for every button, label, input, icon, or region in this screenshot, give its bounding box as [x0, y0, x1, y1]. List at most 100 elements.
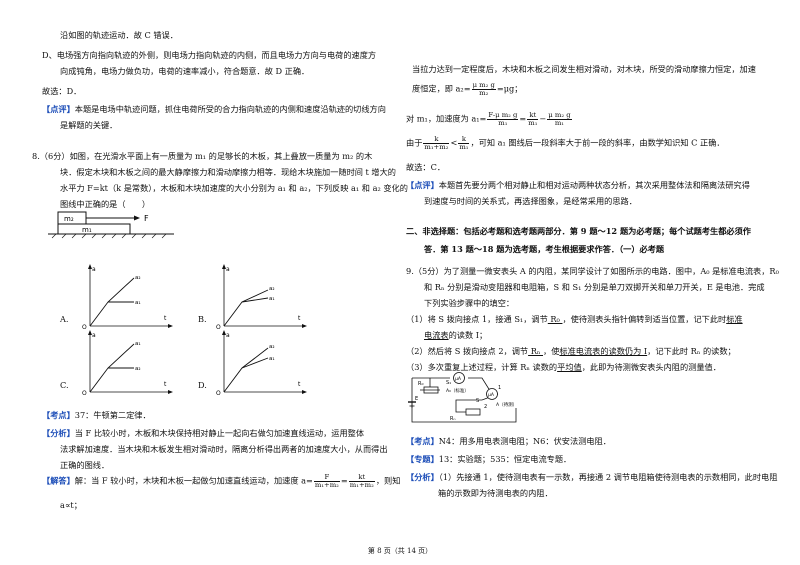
- numerator: μ m₂ g: [471, 81, 496, 91]
- topic-paragraph: 【专题】13：实验题；535：恒定电流专题．: [406, 454, 571, 466]
- answer-blank: Rₙ: [528, 346, 544, 356]
- comment-paragraph: 【点评】本题是电场中轨迹问题，抓住电荷所受的合力指向轨迹的内侧和速度沿轨迹的切线…: [42, 104, 386, 116]
- section-heading: 答．第 13 题～18 题为选考题，考生根据要求作答．（一）必考题: [424, 244, 665, 254]
- y-arrowhead: [222, 264, 226, 269]
- numerator: k: [423, 135, 450, 145]
- comment-tag: 【点评】: [42, 104, 75, 114]
- solution-text: 解：当 F 较小时，木块和木板一起做匀加速直线运动，加速度 a=: [74, 475, 313, 486]
- text-line: 沿如图的轨迹运动．故 C 错误．: [60, 30, 178, 40]
- label-s1: S₁: [446, 380, 451, 386]
- text: ，记下此时 Rₙ 的读数；: [647, 346, 736, 356]
- curve-label: a₁: [135, 300, 141, 306]
- solution-text: a∝t；: [60, 500, 82, 510]
- comment-text: 是解题的关键．: [60, 120, 118, 130]
- comment-text: 本题是电场中轨迹问题，抓住电荷所受的合力指向轨迹的内侧和速度沿轨迹的切线方向: [74, 104, 386, 114]
- origin-label: O: [216, 324, 221, 330]
- analysis-text: 箱的示数即为待测电表的内阻．: [438, 488, 553, 498]
- y-axis-label: a: [226, 332, 230, 339]
- kaodian-tag: 【考点】: [406, 436, 439, 446]
- x-arrowhead: [168, 324, 173, 328]
- x-axis-label: t: [164, 381, 167, 388]
- analysis-text: （1）先接通 1，使待测电表有一示数，再接通 2 调节电阻箱使待测电表的示数相同…: [438, 472, 778, 482]
- answer-blank: 标准电流表的读数仍为 I: [559, 346, 648, 356]
- comment-paragraph: 【点评】本题首先要分两个相对静止和相对运动两种状态分析，其次采用整体法和隔离法研…: [406, 180, 750, 192]
- label-a: A（待测）: [496, 401, 517, 408]
- option-label: C.: [60, 380, 69, 390]
- line-lower: [241, 357, 269, 369]
- circuit-diagram: E R₀ S₁ μA A₀（标准） μA A（待测） Rₙ S 1 2: [408, 372, 517, 423]
- y-axis-label: a: [226, 266, 230, 273]
- label-force: F: [144, 214, 149, 223]
- ground-hatch: [51, 233, 167, 239]
- x-axis-label: t: [298, 315, 301, 322]
- y-axis-label: a: [92, 332, 96, 339]
- section-heading: 二、非选择题：包括必考题和选考题两部分．第 9 题～12 题为必考题；每个试题考…: [406, 226, 751, 236]
- ammeter-a0-symbol: [453, 372, 465, 384]
- text: 对 m₁，加速度为 a₁=: [406, 113, 487, 124]
- question-9-text: 下列实验步骤中的填空：: [424, 298, 515, 308]
- minus-sign: −: [539, 113, 547, 124]
- solution-tag: 【解答】: [42, 475, 75, 486]
- origin-label: O: [216, 390, 221, 396]
- text: （2）然后将 S 拨向接点 2，调节: [406, 346, 529, 356]
- equals-sign: =: [519, 113, 527, 124]
- analysis-paragraph: 【分析】当 F 比较小时，木板和木块保持相对静止一起向右做匀加速直线运动，运用整…: [42, 428, 364, 440]
- answer-blank: R₀: [547, 314, 563, 324]
- label-contact-1: 1: [498, 385, 501, 391]
- curve-label: a₂: [269, 344, 275, 350]
- label-contact-2: 2: [484, 404, 487, 410]
- block-diagram: m₂ m₁ F: [48, 211, 174, 239]
- text: =μg；: [496, 83, 523, 94]
- denominator: m₁: [459, 143, 469, 152]
- line-upper: [223, 289, 269, 327]
- kaodian-text: 37：牛顿第二定律．: [74, 410, 151, 420]
- label-r0: R₀: [418, 381, 423, 387]
- ammeter-a0-unit: μA: [455, 376, 462, 382]
- analysis-text: 当 F 比较小时，木板和木块保持相对静止一起向右做匀加速直线运动，运用整体: [74, 428, 365, 438]
- label-m2: m₂: [64, 215, 74, 223]
- label-a0: A₀（标准）: [446, 387, 469, 394]
- resistor-rn: [465, 408, 481, 416]
- equals-sign: =: [340, 475, 348, 486]
- x-arrowhead: [302, 390, 307, 394]
- y-arrowhead: [222, 330, 226, 335]
- force-arrowhead: [134, 215, 140, 221]
- question-8-text: 块．假定木块和木板之间的最大静摩擦力和滑动摩擦力相等．现给木块施加一随时间 t …: [60, 167, 396, 177]
- text: ，使待测表头指针偏转到适当位置，记下此时: [562, 314, 727, 324]
- text: （3）多次重复上述过程，计算 Rₙ 读数的: [406, 362, 558, 372]
- label-rn: Rₙ: [450, 416, 455, 422]
- text-line: 当拉力达到一定程度后，木块和木板之间发生相对滑动，对木块，所受的滑动摩擦力恒定，…: [412, 64, 756, 74]
- line-upper: [223, 347, 269, 393]
- denominator: m₁+m₂: [349, 481, 374, 490]
- y-axis-label: a: [92, 266, 96, 273]
- denominator: m₁: [498, 119, 508, 128]
- answer-blank: 电流表: [424, 330, 449, 340]
- kaodian-paragraph: 【考点】37：牛顿第二定律．: [42, 410, 151, 422]
- x-arrowhead: [302, 324, 307, 328]
- denominator: m₁+m₂: [314, 481, 339, 490]
- step-2: （2）然后将 S 拨向接点 2，调节 Rₙ ，使标准电流表的读数仍为 I，记下此…: [406, 346, 736, 358]
- text: 度恒定，即 a₂=: [412, 83, 471, 94]
- step-3: （3）多次重复上述过程，计算 Rₙ 读数的平均值，此即为待测微安表头内阻的测量值…: [406, 362, 721, 374]
- denominator: m₁: [528, 119, 538, 128]
- kaodian-text: N4：用多用电表测电阻；N6：伏安法测电阻．: [438, 436, 611, 446]
- numerator: k: [458, 135, 470, 145]
- page-footer: 第 8 页（共 14 页）: [367, 547, 433, 555]
- line-lower: [241, 297, 269, 303]
- numerator: F: [313, 473, 340, 483]
- numerator: F-μ m₂ g: [487, 111, 519, 121]
- topic-text: 13：实验题；535：恒定电流专题．: [438, 454, 572, 464]
- question-9-text: 和 Rₙ 分别是滑动变阻器和电阻箱，S 和 S₁ 分别是单刀双掷开关和单刀开关，…: [424, 282, 765, 292]
- less-than-sign: <: [450, 137, 458, 148]
- graph-a: a t O a₂ a₁: [82, 264, 173, 330]
- comment-tag: 【点评】: [406, 180, 439, 190]
- analysis-text: 正确的图线．: [60, 460, 110, 470]
- step-1-cont: 电流表的读数 I；: [424, 330, 487, 342]
- numerator: μ m₂ g: [547, 111, 572, 121]
- analysis-tag: 【分析】: [42, 428, 75, 438]
- graph-c: a t O a₁ a₂: [82, 330, 173, 396]
